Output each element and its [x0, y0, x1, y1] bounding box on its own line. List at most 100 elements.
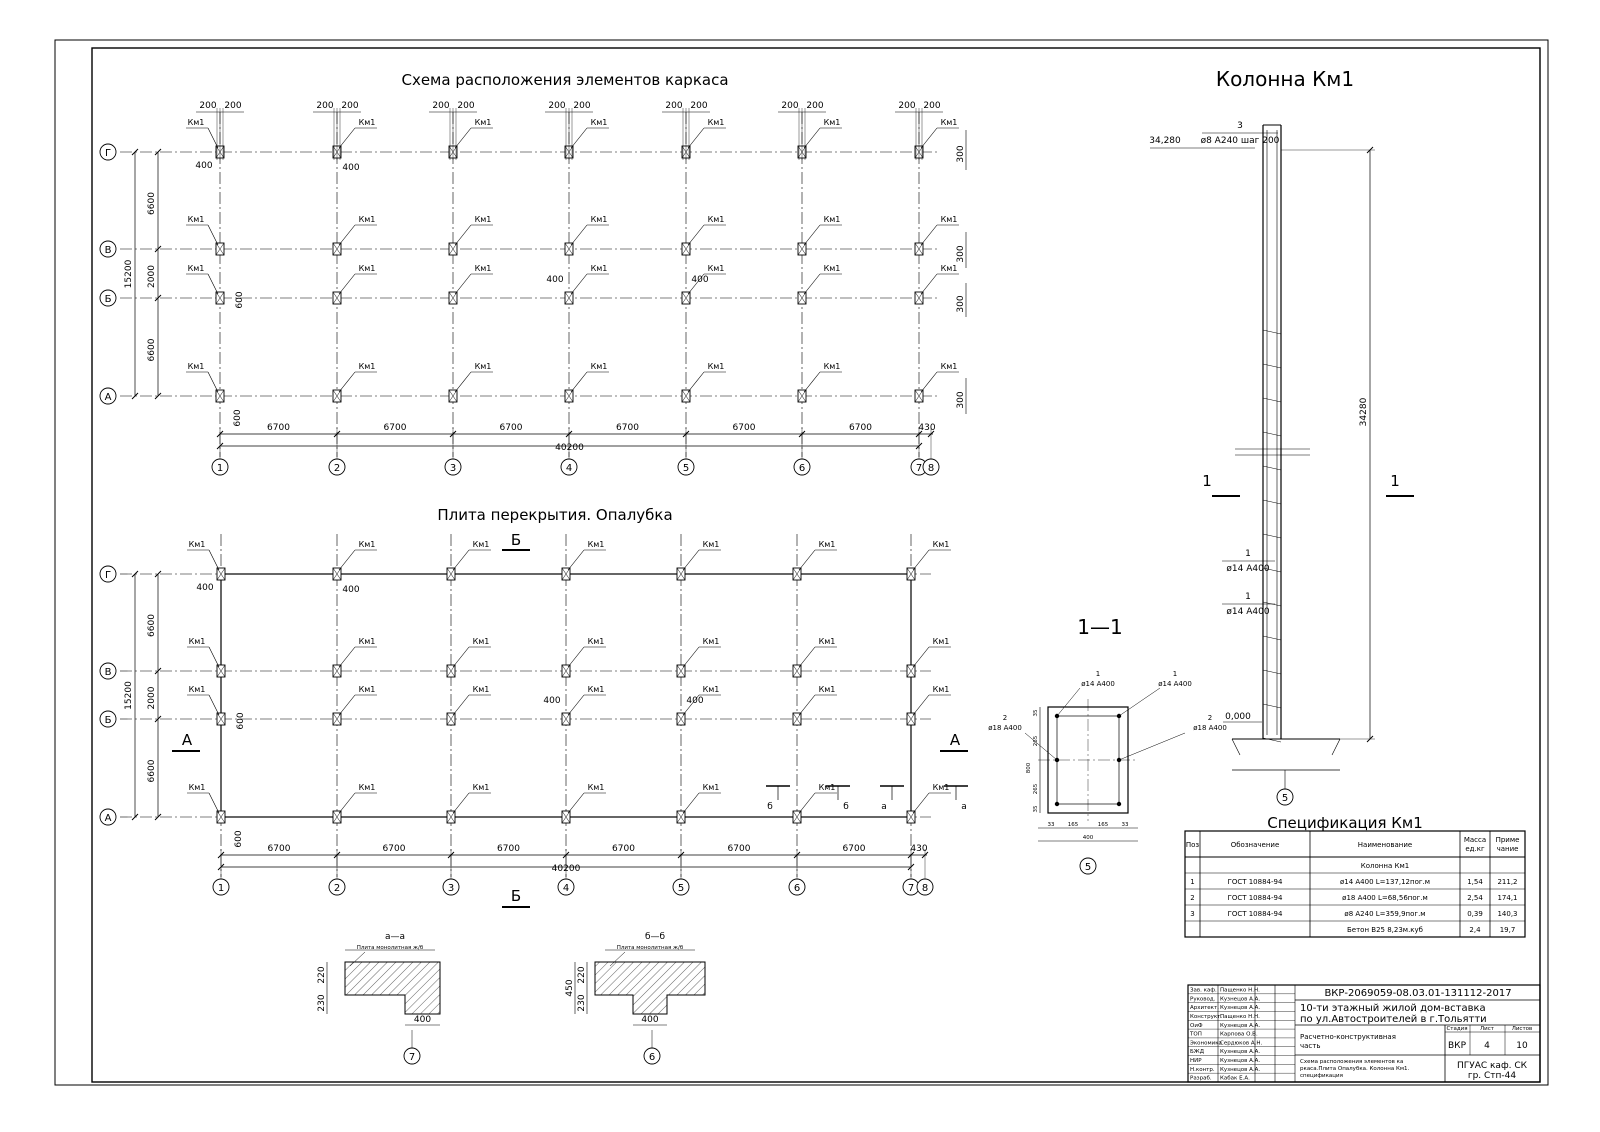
axis-bubble-А	[99, 808, 117, 826]
detail-bubble	[643, 1047, 661, 1065]
dim-200: 200	[690, 101, 707, 111]
dim-bay: 6700	[728, 844, 751, 854]
dim-tick	[154, 148, 162, 156]
section-bubble-label: 5	[1085, 862, 1091, 873]
leader	[208, 694, 220, 716]
dim-offset-400: 400	[543, 696, 560, 706]
column-mark: Км1	[359, 118, 376, 127]
stamp-sheet-content: ркаса.Плита Опалубка. Колонна Км1.	[1300, 1066, 1410, 1072]
leader	[208, 792, 220, 814]
leader	[912, 549, 930, 571]
leader	[682, 549, 700, 571]
leader	[920, 127, 938, 149]
column-mark: Км1	[703, 685, 720, 694]
axis-bubble-1-label: 1	[218, 883, 224, 894]
leader	[207, 224, 219, 246]
leader	[567, 646, 585, 668]
spec-header: Масса	[1464, 836, 1486, 844]
break	[1231, 738, 1241, 756]
detail-bubble-label: 7	[409, 1052, 415, 1063]
stamp-role: ОиФ	[1190, 1023, 1203, 1029]
column-cross	[561, 712, 571, 726]
column-mark: Км1	[588, 540, 605, 549]
leader	[567, 549, 585, 571]
stamp-role: Зав. каф.	[1190, 988, 1217, 994]
stirrup	[1262, 329, 1282, 335]
column-mark: Км1	[708, 215, 725, 224]
cut-label: 1	[1202, 472, 1212, 490]
dim-200: 200	[548, 101, 565, 111]
sec-pos2: 2	[1208, 714, 1212, 722]
leader	[452, 694, 470, 716]
section-mark-B: Б	[511, 887, 521, 905]
dim-offset-600: 600	[234, 830, 244, 847]
column-cross	[676, 712, 686, 726]
stamp-role: Руковод.	[1190, 996, 1216, 1002]
section-mark-B: Б	[511, 531, 521, 549]
dim-300: 300	[956, 295, 966, 312]
column-mark: Км1	[591, 362, 608, 371]
leader	[682, 694, 700, 716]
column-mark: Км1	[708, 362, 725, 371]
dim-220: 220	[577, 966, 587, 983]
stamp-role: ТОП	[1189, 1032, 1202, 1038]
column-cross	[906, 664, 916, 678]
column-cross	[681, 389, 691, 403]
dim-offset-600: 600	[233, 409, 243, 426]
column-cross	[914, 389, 924, 403]
spec-header: Обозначение	[1231, 841, 1280, 849]
column-cross	[914, 242, 924, 256]
axis-bubble-8-label: 8	[928, 463, 934, 474]
axis-bubble-3	[442, 878, 460, 896]
dim-33: 33	[1048, 822, 1055, 828]
dim-bay: 6700	[267, 423, 290, 433]
column-cross	[906, 810, 916, 824]
column-cross	[446, 664, 456, 678]
column-mark: Км1	[591, 264, 608, 273]
spec-cell: 3	[1190, 910, 1194, 918]
dim-offset-400: 400	[686, 696, 703, 706]
column-mark: Км1	[708, 118, 725, 127]
section-bar	[1116, 801, 1122, 807]
column-cross	[332, 567, 342, 581]
dim-end-offset: 430	[910, 844, 927, 854]
leader	[567, 694, 585, 716]
column-cross	[561, 567, 571, 581]
axis-bubble-5	[677, 458, 695, 476]
spec-cell: 2,54	[1467, 894, 1483, 902]
leader	[687, 127, 705, 149]
stamp-sheets: 10	[1516, 1041, 1528, 1051]
frame-scheme-title: Схема расположения элементов каркаса	[401, 71, 728, 89]
dim-offset-400: 400	[691, 275, 708, 285]
dim-bay: 6700	[733, 423, 756, 433]
detail-title: б—б	[645, 932, 666, 942]
column-mark: Км1	[473, 685, 490, 694]
detail-shape	[344, 961, 441, 1015]
stamp-role: Архитект.	[1190, 1005, 1219, 1011]
dim-total-width: 15200	[124, 259, 134, 288]
stamp-org: гр. Стп-44	[1468, 1071, 1517, 1081]
leader	[803, 371, 821, 393]
column-cross	[448, 291, 458, 305]
axis-bubble-2	[328, 878, 346, 896]
dim-tick	[154, 715, 162, 723]
leader	[338, 646, 356, 668]
dim-offset-400: 400	[342, 585, 359, 595]
column-title: Колонна Км1	[1216, 67, 1354, 91]
spec-cell: ø8 А240 L=359,9пог.м	[1344, 910, 1425, 918]
axis-bubble-6	[788, 878, 806, 896]
dim-300: 300	[956, 245, 966, 262]
drawing-titles: Схема расположения элементов каркаса Пли…	[401, 67, 1422, 832]
column-mark: Км1	[189, 637, 206, 646]
dim-span: 6600	[147, 614, 157, 637]
leader	[452, 792, 470, 814]
leader	[208, 646, 220, 668]
dim-400: 400	[641, 1015, 658, 1025]
leader	[798, 792, 816, 814]
column-cross	[906, 712, 916, 726]
dim-bay: 6700	[383, 844, 406, 854]
stamp-project: по ул.Автостроителей в г.Тольятти	[1300, 1014, 1487, 1025]
column-cross	[792, 567, 802, 581]
